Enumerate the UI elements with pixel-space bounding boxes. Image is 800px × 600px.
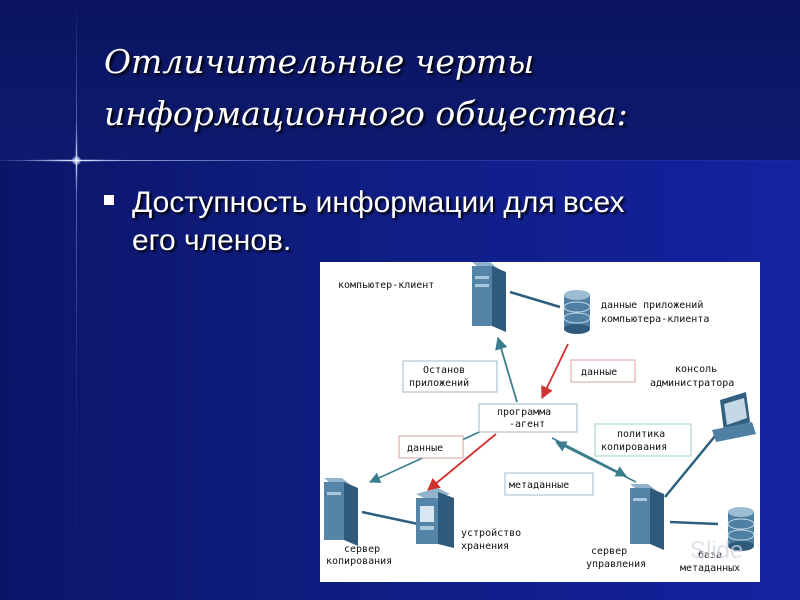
decorative-horizontal-line [0, 160, 800, 161]
management-server-icon [630, 484, 664, 550]
sparkle-icon [72, 156, 81, 165]
arrow-agent-to-storage [427, 433, 497, 491]
label-backup-server-2: копирования [326, 556, 392, 567]
label-copy-policy-2: копирования [601, 442, 667, 453]
slide-title-line2: информационного общества: [104, 94, 628, 133]
square-bullet-icon [104, 195, 114, 205]
label-client-computer: компьютер-клиент [338, 280, 434, 291]
slide-title-line1: Отличительные черты [104, 42, 535, 81]
diagram-canvas: компьютер-клиент данные приложений компь… [324, 262, 756, 574]
slide-top-band [0, 0, 800, 160]
watermark-text: Slide [690, 537, 744, 564]
line-client-data [509, 290, 561, 309]
label-data-top: данные [581, 367, 617, 378]
label-admin-console-1: консоль [675, 364, 717, 375]
label-storage-2: хранения [461, 541, 509, 552]
bullet-text-line2: его членов. [132, 224, 292, 257]
label-data-left: данные [407, 443, 443, 454]
label-metadata-db-2: метаданных [680, 563, 740, 574]
bullet-text: Доступность информации для всех его член… [132, 184, 752, 260]
box-copy-policy [594, 423, 692, 457]
arrow-agent-to-client [495, 336, 518, 403]
box-agent [478, 403, 578, 433]
label-admin-console-2: администратора [650, 378, 734, 389]
label-agent-1: программа [497, 407, 551, 418]
database-icon-metadata [727, 507, 755, 551]
label-client-data-2: компьютера-клиента [601, 314, 709, 325]
label-metadata-db-1: база [698, 549, 722, 561]
backup-architecture-diagram: компьютер-клиент данные приложений компь… [320, 262, 760, 582]
line-mgmt-db [669, 520, 719, 526]
label-mgmt-server-2: управления [586, 559, 646, 570]
backup-server-icon [324, 478, 358, 546]
storage-device-icon [416, 488, 454, 548]
box-metadata [504, 472, 594, 496]
data-flow-arrows [368, 336, 637, 491]
line-mgmt-console [664, 429, 721, 498]
connection-lines [361, 290, 721, 526]
box-app-stop [402, 360, 498, 393]
box-data-top [570, 359, 636, 383]
label-app-stop-2: приложений [409, 377, 469, 389]
client-computer-icon [472, 262, 506, 332]
decorative-vertical-line [76, 0, 77, 600]
slide-title: Отличительные черты информационного обще… [104, 36, 704, 140]
label-storage-1: устройство [461, 527, 521, 539]
label-client-data-1: данные приложений [601, 299, 703, 311]
label-app-stop-1: Останов [423, 365, 465, 376]
label-mgmt-server-1: сервер [591, 546, 627, 557]
label-metadata: метаданные [509, 480, 569, 491]
box-data-left [398, 435, 464, 459]
label-agent-2: -агент [509, 419, 545, 430]
label-copy-policy-1: политика [617, 429, 665, 440]
arrow-agent-to-mgmt [551, 437, 627, 477]
label-backup-server-1: сервер [344, 544, 380, 555]
database-icon-client-data [563, 290, 591, 334]
arrow-client-to-agent [541, 343, 569, 400]
line-backup-storage [361, 510, 419, 526]
bullet-text-line1: Доступность информации для всех [132, 186, 625, 219]
admin-console-icon [712, 392, 756, 442]
